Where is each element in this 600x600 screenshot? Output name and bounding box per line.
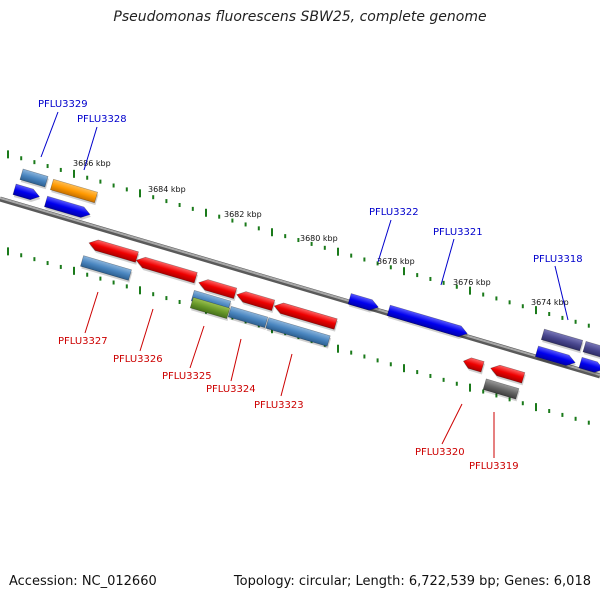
leader-pflu3318	[554, 265, 569, 321]
scale-label-3676: 3676 kbp	[453, 278, 491, 287]
gene-label-pflu3325: PFLU3325	[162, 371, 212, 382]
gene-label-pflu3329: PFLU3329	[38, 99, 88, 110]
scale-label-3680: 3680 kbp	[300, 234, 338, 243]
gene-arrow-pflu3328-b	[44, 195, 91, 220]
leader-pflu3321	[440, 238, 455, 286]
gene-arrow-edge-a-body	[582, 340, 600, 360]
scale-label-3678: 3678 kbp	[377, 257, 415, 266]
leader-pflu3320	[441, 403, 463, 445]
genome-summary-text: Topology: circular; Length: 6,722,539 bp…	[233, 574, 591, 589]
gene-arrow-pflu3319-a	[490, 364, 526, 386]
gene-arrow-pflu3325-c-body	[189, 296, 231, 320]
leader-pflu3324	[230, 338, 242, 382]
gene-arrow-edge-b	[578, 356, 600, 375]
gene-arrow-pflu3323-a	[273, 302, 339, 332]
gene-arrow-pflu3321	[386, 304, 469, 339]
gene-label-pflu3320: PFLU3320	[415, 447, 465, 458]
gene-arrow-pflu3320-body	[462, 357, 485, 373]
gene-label-pflu3319: PFLU3319	[469, 461, 519, 472]
gene-arrow-pflu3324-b	[227, 305, 269, 330]
gene-arrow-pflu3328-b-body	[44, 195, 91, 218]
gene-arrow-pflu3323-a-body	[273, 302, 338, 330]
gene-arrow-pflu3329-a	[19, 168, 49, 190]
gene-arrow-pflu3322	[347, 293, 380, 313]
gene-arrow-pflu3325-a-body	[198, 279, 238, 300]
genome-title: Pseudomonas fluorescens SBW25, complete …	[113, 9, 487, 25]
gene-label-pflu3327: PFLU3327	[58, 336, 108, 347]
gene-arrow-pflu3325-a	[198, 279, 238, 301]
gene-arrow-pflu3319-b	[482, 378, 520, 402]
gene-arrow-pflu3320	[462, 357, 486, 375]
gene-arrow-pflu3323-b	[265, 317, 332, 349]
gene-arrow-pflu3326	[135, 256, 199, 286]
gene-arrow-pflu3328-a-body	[50, 178, 98, 204]
gene-arrow-pflu3327-a-body	[88, 239, 139, 263]
gene-arrow-pflu3322-body	[347, 293, 379, 311]
gene-arrow-pflu3329-b-body	[12, 183, 40, 201]
gene-label-pflu3326: PFLU3326	[113, 354, 163, 365]
gene-arrow-pflu3318-b	[534, 345, 577, 369]
leader-pflu3328	[83, 126, 98, 171]
leader-pflu3329	[40, 111, 59, 158]
scale-ticks-forward	[7, 150, 590, 328]
gene-arrow-pflu3326-body	[135, 256, 198, 284]
gene-arrow-pflu3318-a	[540, 328, 584, 354]
gene-arrow-pflu3328-a	[50, 178, 99, 206]
leader-pflu3325	[189, 325, 205, 369]
accession-text: Accession: NC_012660	[9, 574, 157, 589]
gene-label-pflu3318: PFLU3318	[533, 254, 583, 265]
scale-label-3684: 3684 kbp	[148, 185, 186, 194]
leader-pflu3327	[84, 291, 99, 334]
gene-arrow-pflu3321-body	[386, 304, 468, 337]
gene-arrow-pflu3323-b-body	[265, 317, 331, 347]
gene-arrow-pflu3324-a-body	[236, 291, 276, 312]
gene-arrow-pflu3324-b-body	[227, 305, 269, 329]
gene-arrow-pflu3319-b-body	[482, 378, 520, 400]
gene-arrow-pflu3324-a	[236, 291, 276, 313]
leader-pflu3322	[377, 219, 392, 263]
gene-arrow-edge-b-body	[578, 356, 600, 373]
genome-backbone-highlight	[0, 197, 600, 376]
scale-label-3682: 3682 kbp	[224, 210, 262, 219]
gene-label-pflu3321: PFLU3321	[433, 227, 483, 238]
gene-features	[12, 168, 600, 402]
gene-arrow-pflu3329-b	[12, 183, 41, 203]
gene-label-pflu3324: PFLU3324	[206, 384, 256, 395]
scale-label-3674: 3674 kbp	[531, 298, 569, 307]
gene-arrow-pflu3329-a-body	[19, 168, 49, 188]
gene-arrow-pflu3319-a-body	[490, 364, 526, 384]
leader-pflu3323	[280, 353, 293, 397]
gene-arrow-pflu3327-a	[88, 239, 140, 265]
gene-arrow-pflu3318-a-body	[540, 328, 584, 352]
leader-pflu3326	[139, 308, 154, 352]
gene-label-pflu3323: PFLU3323	[254, 400, 304, 411]
scale-label-3686: 3686 kbp	[73, 159, 111, 168]
gene-arrow-pflu3327-b	[80, 255, 133, 283]
gene-arrow-pflu3327-b-body	[80, 255, 132, 281]
gene-label-pflu3328: PFLU3328	[77, 114, 127, 125]
gene-arrow-pflu3325-c	[189, 296, 231, 321]
gene-arrow-edge-a	[582, 340, 600, 362]
gene-label-pflu3322: PFLU3322	[369, 207, 419, 218]
gene-arrow-pflu3318-b-body	[534, 345, 576, 366]
